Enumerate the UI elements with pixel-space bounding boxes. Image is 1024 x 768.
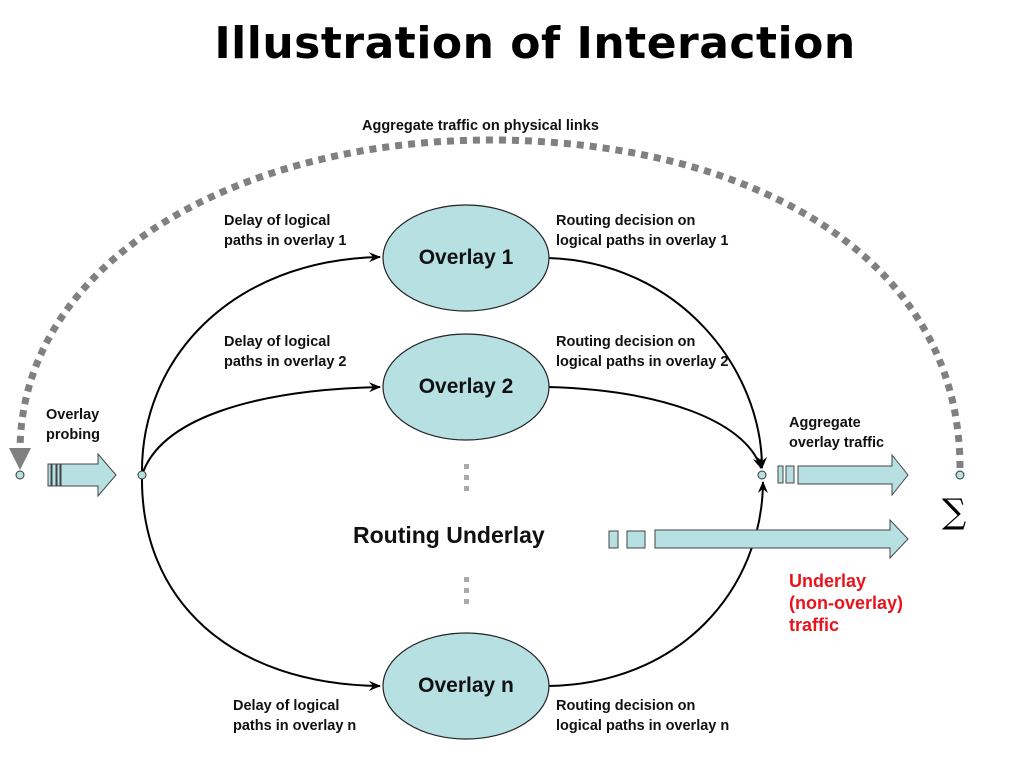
overlay-1-node	[382, 204, 550, 312]
overlay-2-delay-label: Delay of logical paths in overlay 2	[224, 332, 347, 372]
ellipsis-dots-lower	[464, 577, 469, 604]
aggregate-overlay-line-2: overlay traffic	[789, 435, 885, 451]
routing-underlay-label: Routing Underlay	[353, 522, 545, 548]
ellipsis-dots-upper	[464, 464, 469, 491]
underlay-traffic-line-2: (non-overlay)	[789, 593, 904, 613]
aggregate-overlay-line-1: Aggregate	[789, 415, 861, 431]
overlay-1-delay-line-2: paths in overlay 1	[224, 233, 347, 249]
overlay-2-routing-label: Routing decision on logical paths in ove…	[556, 332, 728, 372]
path-from-overlay-1	[547, 257, 767, 469]
probe-endpoint-node	[15, 470, 25, 480]
overlay-n-delay-label: Delay of logical paths in overlay n	[233, 696, 356, 736]
overlay-probing-arrow	[47, 452, 117, 498]
overlay-n-delay-line-1: Delay of logical	[233, 698, 340, 714]
path-from-overlay-2	[547, 386, 763, 469]
sink-node	[757, 470, 767, 480]
probing-arrowhead-icon	[9, 448, 31, 470]
path-from-overlay-n	[547, 481, 768, 687]
overlay-1-routing-line-1: Routing decision on	[556, 213, 696, 229]
overlay-1-routing-line-2: logical paths in overlay 1	[556, 233, 729, 249]
overlay-probing-label: Overlay probing	[46, 405, 100, 445]
underlay-traffic-label: Underlay (non-overlay) traffic	[789, 570, 903, 636]
overlay-1-delay-label: Delay of logical paths in overlay 1	[224, 211, 347, 251]
sum-symbol: ∑	[942, 492, 967, 532]
overlay-1-label: Overlay 1	[418, 246, 514, 269]
underlay-traffic-line-3: traffic	[789, 615, 840, 635]
diagram-title: Illustration of Interaction	[214, 18, 856, 69]
overlay-n-routing-label: Routing decision on logical paths in ove…	[556, 696, 729, 736]
path-to-overlay-n	[140, 474, 381, 691]
overlay-2-delay-line-1: Delay of logical	[224, 334, 331, 350]
overlay-1-routing-label: Routing decision on logical paths in ove…	[556, 211, 728, 251]
overlay-n-routing-line-2: logical paths in overlay n	[556, 718, 730, 734]
aggregate-physical-arc	[16, 136, 964, 469]
overlay-n-node	[382, 632, 550, 740]
overlay-n-label: Overlay n	[418, 674, 514, 697]
overlay-n-routing-line-1: Routing decision on	[556, 698, 696, 714]
aggregate-overlay-label: Aggregate overlay traffic	[789, 413, 884, 453]
path-to-overlay-2	[141, 382, 381, 476]
path-to-overlay-1	[140, 252, 381, 476]
underlay-traffic-line-1: Underlay	[789, 571, 867, 591]
overlay-probing-line-1: Overlay	[46, 407, 100, 423]
overlay-probing-line-2: probing	[46, 427, 100, 443]
source-node	[137, 470, 147, 480]
overlay-n-delay-line-2: paths in overlay n	[233, 718, 357, 734]
aggregate-physical-label: Aggregate traffic on physical links	[362, 118, 599, 134]
underlay-traffic-arrow	[608, 518, 909, 560]
sum-node	[955, 470, 965, 480]
overlay-2-routing-line-2: logical paths in overlay 2	[556, 354, 729, 370]
overlay-2-label: Overlay 2	[418, 375, 514, 398]
overlay-2-node	[382, 333, 550, 441]
overlay-2-routing-line-1: Routing decision on	[556, 334, 696, 350]
aggregate-overlay-arrow	[777, 453, 909, 497]
overlay-1-delay-line-1: Delay of logical	[224, 213, 331, 229]
overlay-2-delay-line-2: paths in overlay 2	[224, 354, 347, 370]
